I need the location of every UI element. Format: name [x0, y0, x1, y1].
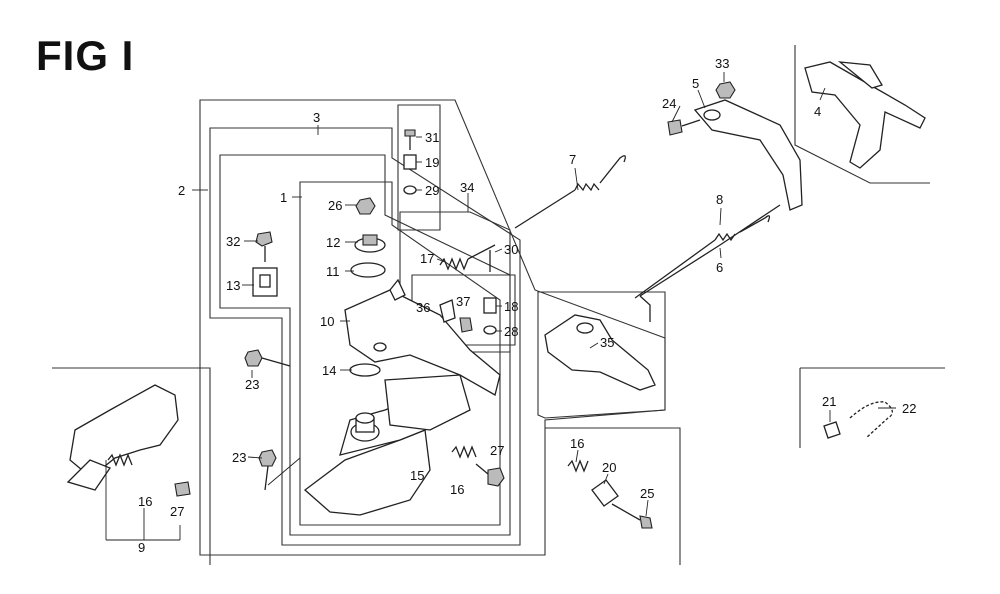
- callout-labels: 1 2 3 4 5 6 7 8 9 10 11 12 13 14 15 16 1…: [138, 56, 916, 555]
- nut-part-26: [355, 197, 376, 215]
- leader-lines: [105, 72, 896, 541]
- bolt-part-24: [667, 119, 701, 136]
- assembly-box-21-22: [799, 367, 945, 448]
- callout-19: 19: [425, 155, 439, 170]
- figure-title: FIG I: [36, 32, 135, 79]
- washer-part-12: [354, 234, 386, 253]
- collar-part-20: [591, 479, 619, 507]
- spring-rod-part-7: [514, 155, 626, 229]
- callout-36: 36: [416, 300, 430, 315]
- assembly-box-16-20: [545, 427, 681, 565]
- callout-3: 3: [313, 110, 320, 125]
- callout-27-left: 27: [170, 504, 184, 519]
- control-assembly-part-9: [66, 384, 191, 497]
- callout-4: 4: [814, 104, 821, 119]
- callout-15: 15: [410, 468, 424, 483]
- control-lever-part-10: [344, 278, 501, 396]
- callout-33: 33: [715, 56, 729, 71]
- parts-36-37: [439, 299, 473, 333]
- nut-part-33: [715, 81, 736, 99]
- callout-14: 14: [322, 363, 336, 378]
- callout-34: 34: [460, 180, 474, 195]
- cable-tie-part-22: [849, 401, 893, 439]
- assembly-box-3: [209, 127, 521, 546]
- assembly-box-30: [397, 104, 441, 231]
- callout-16-center: 16: [450, 482, 464, 497]
- parts-30-18-28: [483, 250, 497, 335]
- bolt-part-25: [611, 503, 653, 529]
- assembly-box-4: [794, 45, 930, 184]
- bolt-part-23-lower: [258, 449, 277, 491]
- spring-part-16-center: [451, 445, 477, 459]
- rod-part-6: [639, 204, 781, 322]
- spring-part-17: [439, 244, 496, 271]
- callout-20: 20: [602, 460, 616, 475]
- bolt-part-23-upper: [244, 349, 291, 367]
- callout-32: 32: [226, 234, 240, 249]
- callout-24: 24: [662, 96, 676, 111]
- callout-17: 17: [420, 251, 434, 266]
- callout-31: 31: [425, 130, 439, 145]
- callout-1: 1: [280, 190, 287, 205]
- washer-part-11: [350, 262, 386, 278]
- lever-part-5: [693, 99, 803, 211]
- callout-7: 7: [569, 152, 576, 167]
- callout-22: 22: [902, 401, 916, 416]
- callout-23-lower: 23: [232, 450, 246, 465]
- callout-37: 37: [456, 294, 470, 309]
- callout-10: 10: [320, 314, 334, 329]
- callout-5: 5: [692, 76, 699, 91]
- callout-11: 11: [326, 264, 340, 279]
- callout-29: 29: [425, 183, 439, 198]
- assembly-box-9: [52, 367, 211, 565]
- assembly-box-inner: [219, 154, 511, 536]
- spring-rod-part-8: [634, 215, 771, 299]
- bolt-stack-31-19-29: [403, 129, 417, 195]
- callout-9: 9: [138, 540, 145, 555]
- washer-part-14: [349, 363, 381, 377]
- callout-26: 26: [328, 198, 342, 213]
- bracket-part-4: [804, 61, 926, 169]
- callout-23-upper: 23: [245, 377, 259, 392]
- callout-8: 8: [716, 192, 723, 207]
- callout-13: 13: [226, 278, 240, 293]
- plate-part-13: [252, 267, 278, 297]
- plate-part-14-bracket: [384, 374, 471, 431]
- callout-27-center: 27: [490, 443, 504, 458]
- callout-30: 30: [504, 242, 518, 257]
- cap-part-21: [823, 421, 841, 439]
- callout-35: 35: [600, 335, 614, 350]
- callout-6: 6: [716, 260, 723, 275]
- callout-12: 12: [326, 235, 340, 250]
- assembly-box-1: [299, 181, 501, 526]
- callout-25: 25: [640, 486, 654, 501]
- callout-21: 21: [822, 394, 836, 409]
- bolt-part-32: [255, 231, 273, 262]
- choke-plate-part-35: [544, 314, 656, 391]
- callout-16-left: 16: [138, 494, 152, 509]
- bolt-part-27-center: [475, 463, 505, 487]
- callout-18: 18: [504, 299, 518, 314]
- callout-28: 28: [504, 324, 518, 339]
- spring-part-16-right: [567, 459, 589, 473]
- callout-2: 2: [178, 183, 185, 198]
- callout-16-right: 16: [570, 436, 584, 451]
